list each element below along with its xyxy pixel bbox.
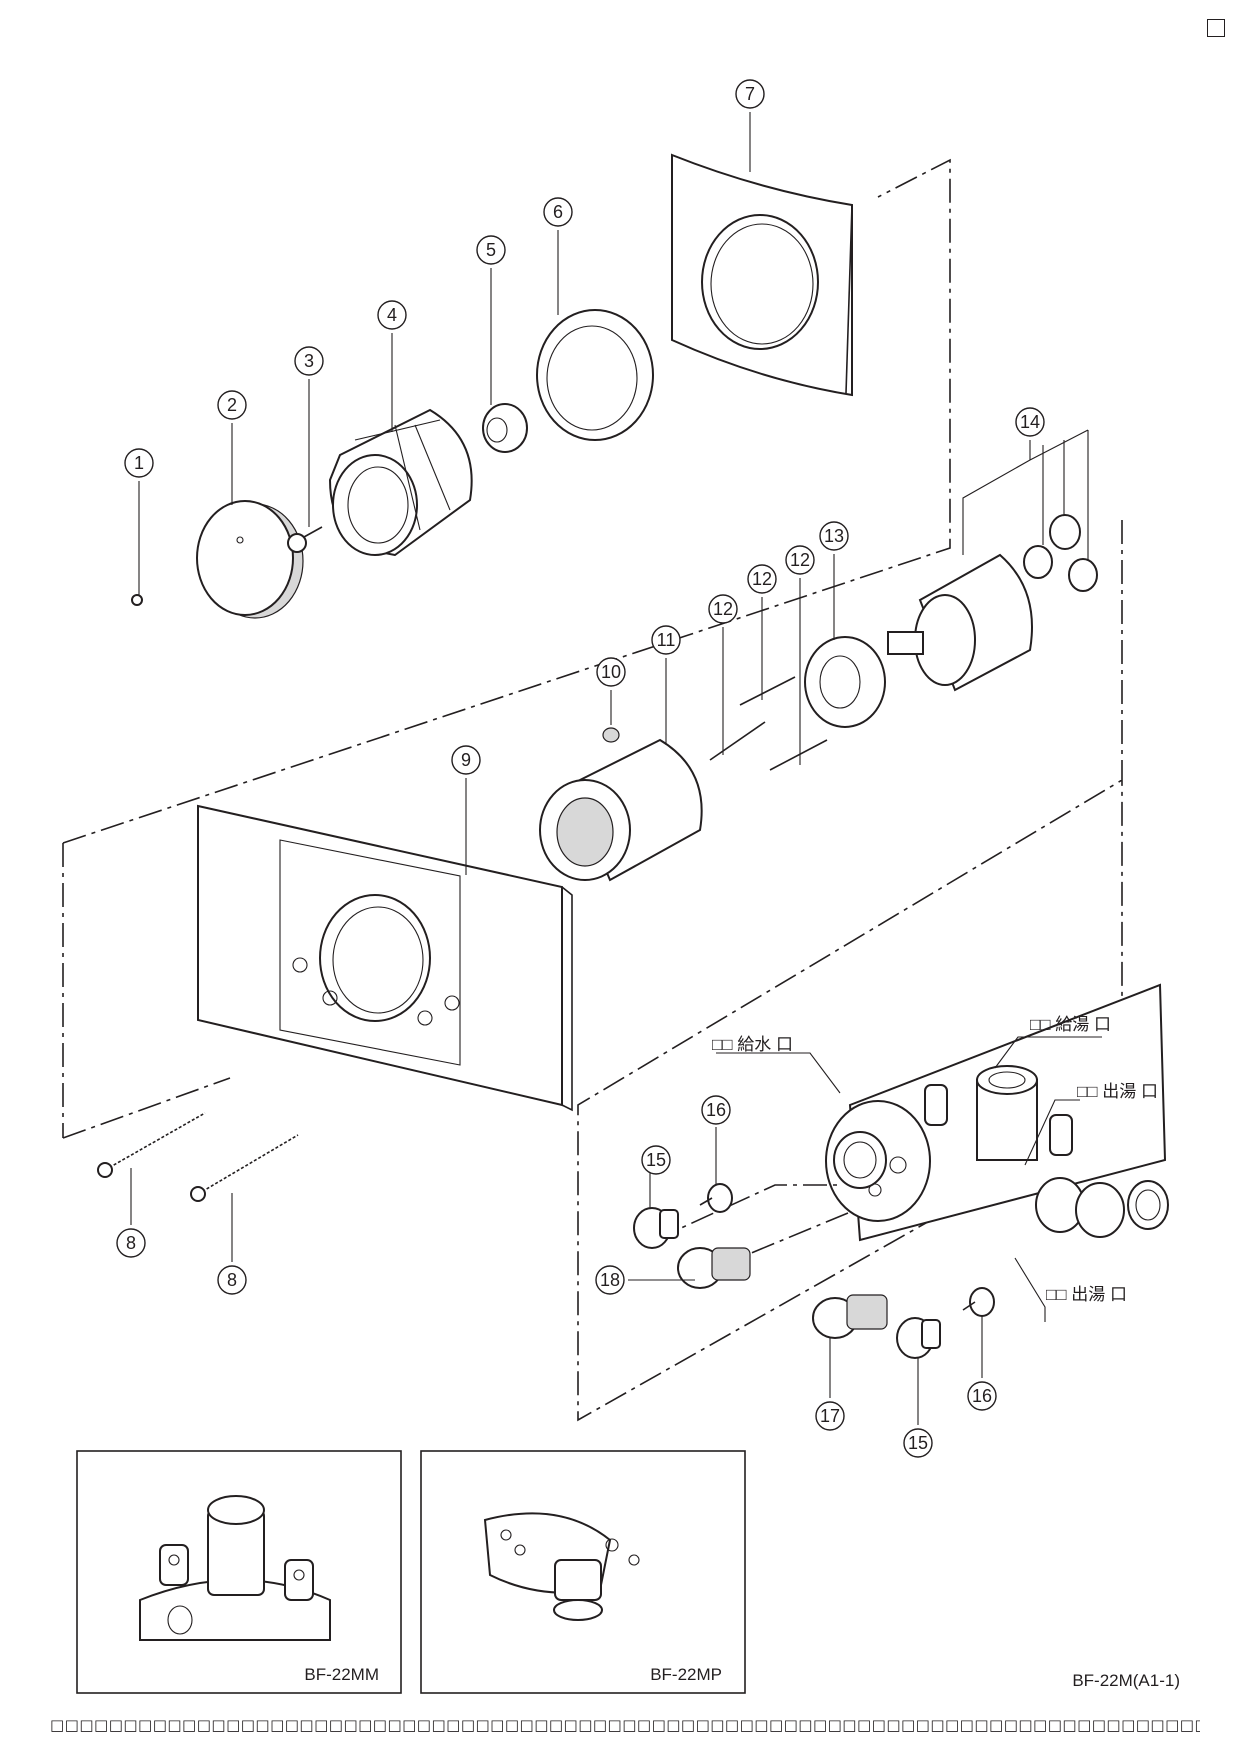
callout-12c: 12: [785, 545, 815, 575]
port-label-left: □□ 給水 口: [712, 1035, 793, 1054]
callout-6-number: 6: [553, 202, 563, 222]
callout-14: 14: [1015, 407, 1045, 437]
part-10-set-screw: [602, 690, 620, 743]
callout-15a: 15: [641, 1145, 671, 1175]
callout-3: 3: [294, 346, 324, 376]
callout-3-number: 3: [304, 351, 314, 371]
callout-5: 5: [476, 235, 506, 265]
callout-15b: 15: [903, 1428, 933, 1458]
part-4-handle: [328, 333, 473, 557]
callout-5-number: 5: [486, 240, 496, 260]
callout-13-number: 13: [824, 526, 844, 546]
callout-13: 13: [819, 521, 849, 551]
callout-7: 7: [735, 79, 765, 109]
valve-body: [825, 983, 1169, 1242]
footer-note: □□□□□□□□□□□□□□□□□□□□□□□□□□□□□□□□□□□□□□□□…: [50, 1716, 1200, 1734]
part-9-rectangular-plate: [197, 778, 573, 1112]
inset-left-caption: BF-22MM: [304, 1665, 379, 1684]
inset-bf-22mp: BF-22MP: [420, 1450, 746, 1694]
callout-12a: 12: [708, 594, 738, 624]
part-18-strainer: [628, 1247, 751, 1289]
inset-right-caption: BF-22MP: [650, 1665, 722, 1684]
callout-4: 4: [377, 300, 407, 330]
port-label-bottom: □□ 出湯 口: [1046, 1285, 1127, 1304]
callout-15b-number: 15: [908, 1433, 928, 1453]
part-14-cartridge: [887, 429, 1098, 692]
callout-12b-number: 12: [752, 569, 772, 589]
callout-8b-number: 8: [227, 1270, 237, 1290]
part-3-screw: [287, 379, 323, 553]
callout-17: 17: [815, 1401, 845, 1431]
part-8-long-screw-a: [97, 1112, 206, 1225]
part-15-plug-right: [896, 1317, 941, 1425]
callout-11-number: 11: [657, 630, 676, 650]
callout-4-number: 4: [387, 305, 397, 325]
callout-18-number: 18: [600, 1270, 620, 1290]
part-7-square-plate: [671, 112, 853, 397]
inset-bf-22mm: BF-22MM: [76, 1450, 402, 1694]
port-label-right: □□ 出湯 口: [1077, 1082, 1158, 1101]
callout-2-number: 2: [227, 395, 237, 415]
part-17-strainer: [812, 1294, 888, 1398]
part-12-screws: [709, 578, 828, 771]
callout-10: 10: [596, 657, 626, 687]
callout-8a: 8: [116, 1228, 146, 1258]
callout-12b: 12: [747, 564, 777, 594]
figure-code: BF-22M(A1-1): [1072, 1671, 1180, 1690]
callout-6: 6: [543, 197, 573, 227]
callout-2: 2: [217, 390, 247, 420]
callout-7-number: 7: [745, 84, 755, 104]
callout-16a-number: 16: [706, 1100, 726, 1120]
part-16-cap-right: [962, 1287, 995, 1378]
part-13-flange: [804, 554, 886, 728]
callout-1-number: 1: [134, 453, 144, 473]
callout-17-number: 17: [820, 1406, 840, 1426]
part-5-ring: [482, 268, 528, 453]
callout-16b-number: 16: [972, 1386, 992, 1406]
callout-1: 1: [124, 448, 154, 478]
callout-9-number: 9: [461, 750, 471, 770]
part-15-plug-left: [633, 1170, 679, 1249]
part-2-cap: [196, 423, 304, 619]
port-label-top: □□ 給湯 口: [1030, 1015, 1111, 1034]
part-8-long-screw-b: [190, 1134, 299, 1262]
callout-8a-number: 8: [126, 1233, 136, 1253]
callout-9: 9: [451, 745, 481, 775]
callout-14-number: 14: [1020, 412, 1040, 432]
callout-15a-number: 15: [646, 1150, 666, 1170]
part-16-cap-left: [699, 1127, 733, 1213]
callout-16a: 16: [701, 1095, 731, 1125]
part-6-lock-ring: [536, 230, 654, 441]
callout-10-number: 10: [601, 662, 621, 682]
callout-11: 11: [651, 625, 681, 655]
callout-12c-number: 12: [790, 550, 810, 570]
callout-8b: 8: [217, 1265, 247, 1295]
part-11-sleeve: [539, 658, 703, 882]
corner-checkbox-mark: [1207, 19, 1225, 37]
callout-18: 18: [595, 1265, 625, 1295]
callout-16b: 16: [967, 1381, 997, 1411]
assembly-outline-upper: [62, 158, 951, 1138]
part-1-pin: [131, 481, 143, 606]
callout-12a-number: 12: [713, 599, 733, 619]
